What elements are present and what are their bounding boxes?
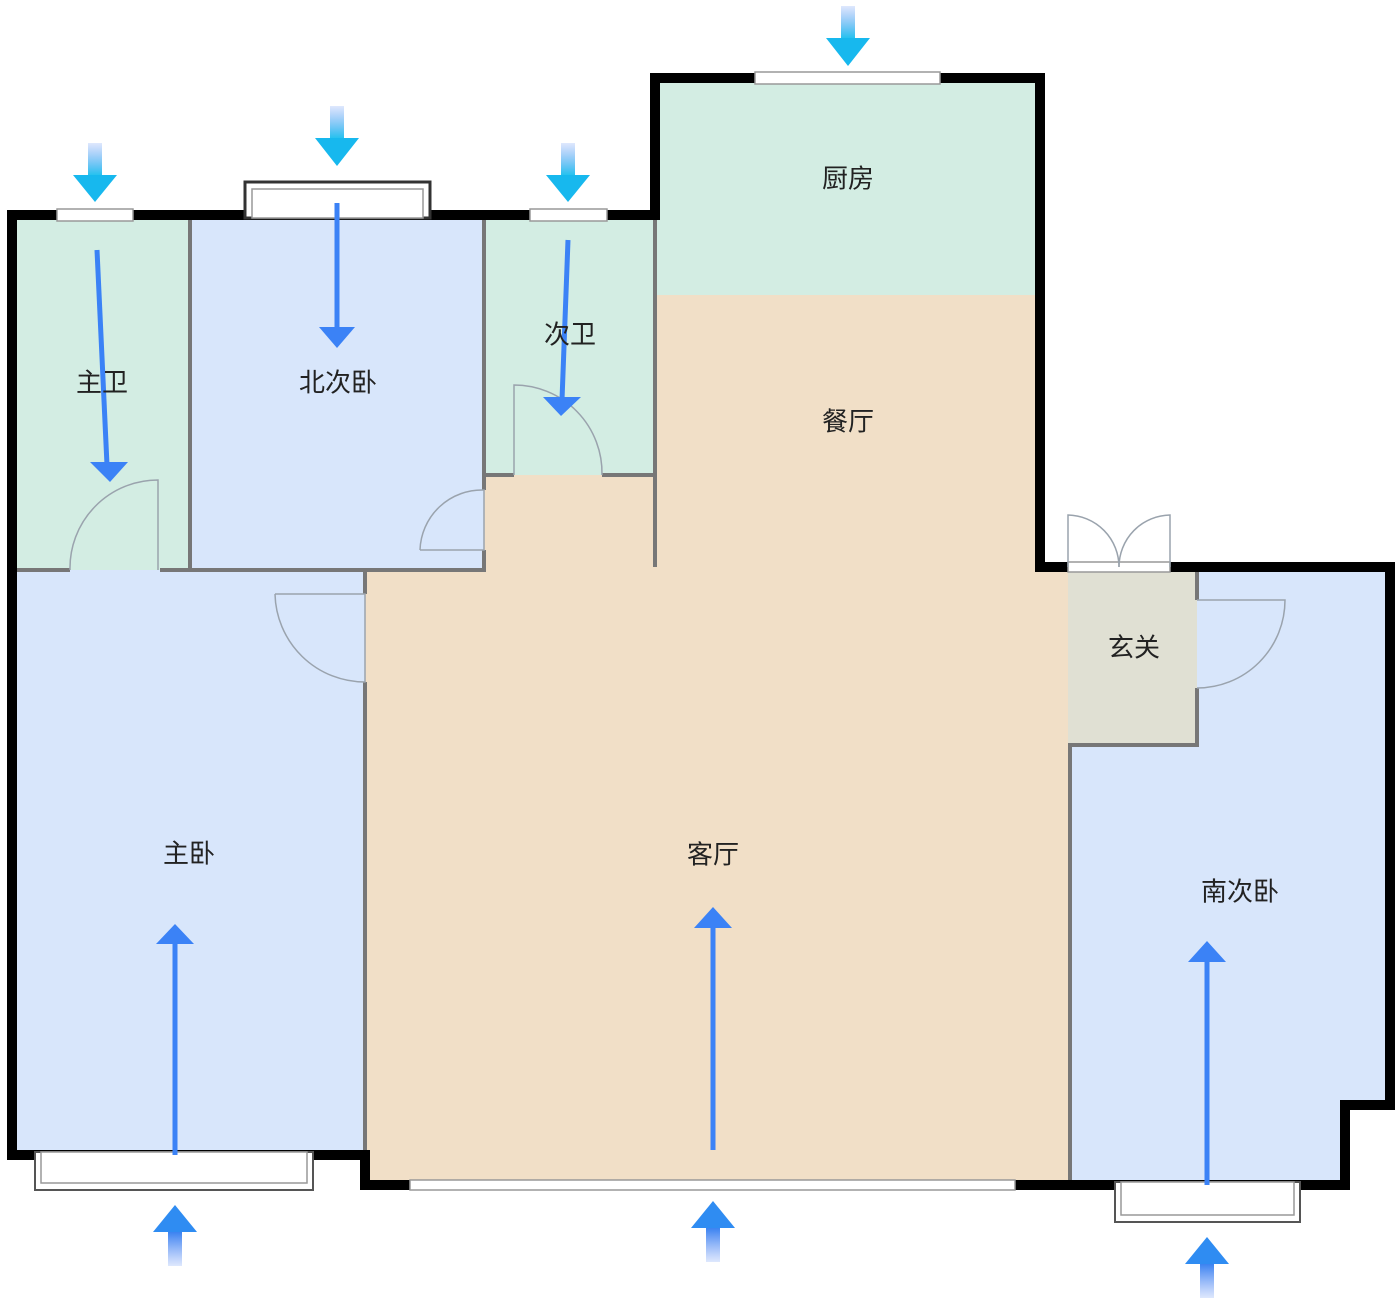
label-north-bedroom: 北次卧 [299, 369, 377, 399]
room-kitchen [655, 78, 1040, 295]
label-entrance: 玄关 [1108, 634, 1160, 664]
label-kitchen: 厨房 [822, 165, 874, 195]
room-master-bedroom [12, 570, 365, 1155]
label-second-bath: 次卫 [544, 321, 596, 351]
interior-walls [12, 215, 1199, 1185]
outside-airflow-arrows [73, 6, 1229, 1298]
label-master-bath: 主卫 [76, 369, 128, 399]
label-living-room: 客厅 [687, 841, 739, 871]
label-master-bedroom: 主卧 [163, 840, 215, 870]
door-swings [69, 384, 1286, 689]
room-entrance [1068, 570, 1197, 745]
airflow-arrows [90, 203, 1226, 1185]
room-living-dining [365, 295, 1068, 1185]
room-master-bath [12, 215, 190, 570]
label-dining: 餐厅 [822, 408, 874, 438]
label-south-bedroom: 南次卧 [1201, 878, 1279, 908]
room-south-bedroom [1068, 570, 1390, 1185]
